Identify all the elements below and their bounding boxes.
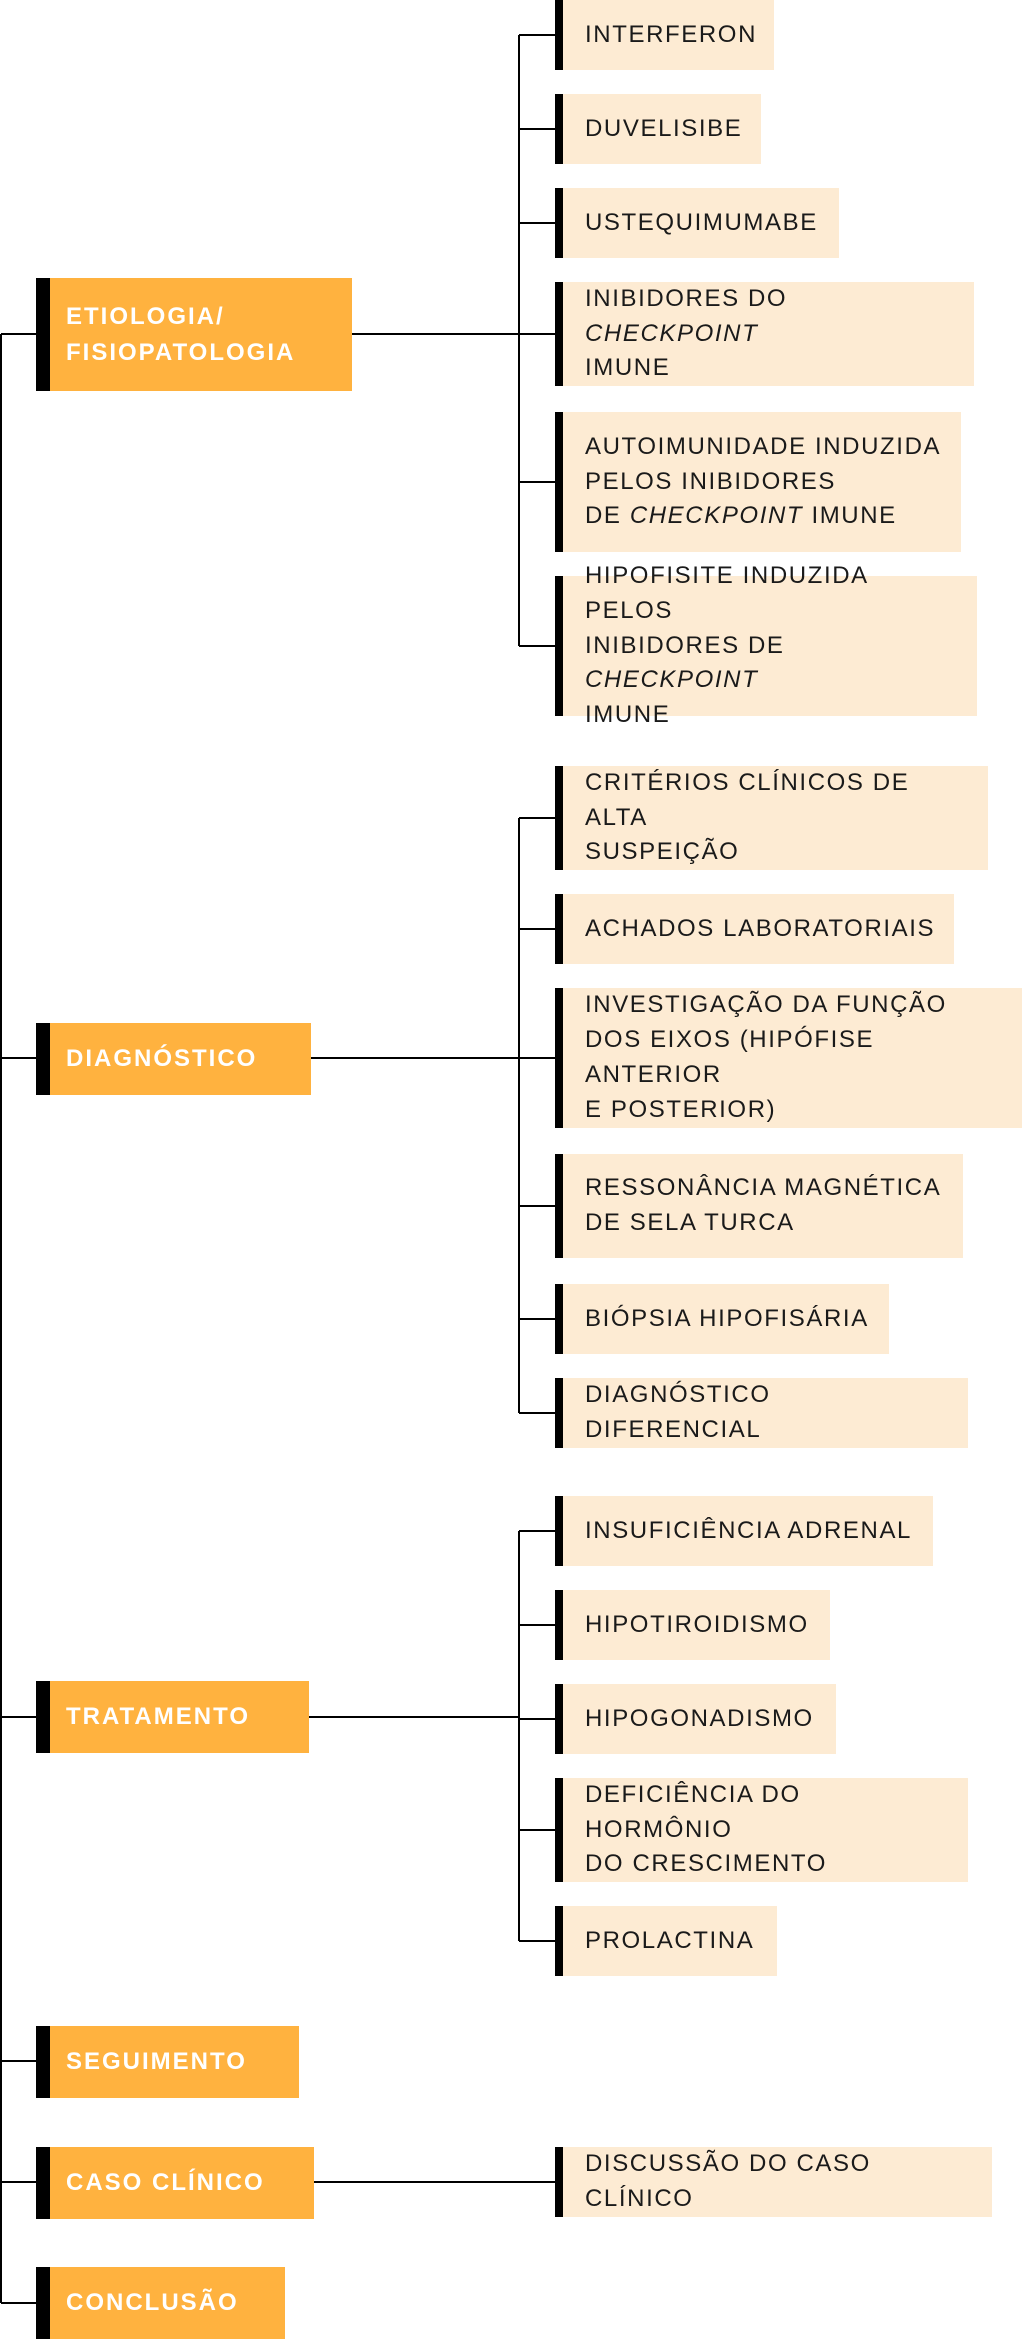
topic-label: CASO CLÍNICO — [66, 2169, 265, 2196]
subtopic-label: DISCUSSÃO DO CASO CLÍNICO — [585, 2150, 871, 2212]
subtopic-box: DISCUSSÃO DO CASO CLÍNICO — [555, 2147, 992, 2217]
subtopic-box: HIPOGONADISMO — [555, 1684, 836, 1754]
topic-label: SEGUIMENTO — [66, 2048, 247, 2075]
topic-box-tratamento: TRATAMENTO — [36, 1681, 309, 1753]
topic-label: ETIOLOGIA/ — [66, 302, 225, 330]
subtopic-box: DIAGNÓSTICO DIFERENCIAL — [555, 1378, 968, 1448]
subtopic-box: ACHADOS LABORATORIAIS — [555, 894, 954, 964]
subtopic-label: HIPOTIROIDISMO — [585, 1610, 809, 1638]
topic-label: FISIOPATOLOGIA — [66, 338, 296, 366]
topic-box-caso-clinico: CASO CLÍNICO — [36, 2147, 314, 2219]
subtopic-label: INTERFERON — [585, 20, 757, 48]
topic-label: DIAGNÓSTICO — [66, 1045, 258, 1072]
subtopic-box: PROLACTINA — [555, 1906, 777, 1976]
topic-box-conclusao: CONCLUSÃO — [36, 2267, 285, 2339]
subtopic-label: INSUFICIÊNCIA ADRENAL — [585, 1516, 913, 1544]
subtopic-label: DUVELISIBE — [585, 114, 743, 142]
subtopic-label: DIAGNÓSTICO DIFERENCIAL — [585, 1381, 771, 1443]
subtopic-box: INTERFERON — [555, 0, 774, 70]
topic-label: CONCLUSÃO — [66, 2289, 239, 2316]
subtopic-box: BIÓPSIA HIPOFISÁRIA — [555, 1284, 889, 1354]
topic-label: TRATAMENTO — [66, 1703, 250, 1730]
subtopic-label: ACHADOS LABORATORIAIS — [585, 914, 936, 942]
topic-box-diagnostico: DIAGNÓSTICO — [36, 1023, 311, 1095]
subtopic-label: BIÓPSIA HIPOFISÁRIA — [585, 1304, 869, 1332]
subtopic-label: PROLACTINA — [585, 1926, 755, 1954]
subtopic-box: INSUFICIÊNCIA ADRENAL — [555, 1496, 933, 1566]
subtopic-label: USTEQUIMUMABE — [585, 208, 818, 236]
subtopic-box: USTEQUIMUMABE — [555, 188, 839, 258]
subtopic-box: HIPOTIROIDISMO — [555, 1590, 830, 1660]
subtopic-label: HIPOGONADISMO — [585, 1704, 814, 1732]
subtopic-box: DUVELISIBE — [555, 94, 761, 164]
topic-box-etiologia: ETIOLOGIA/FISIOPATOLOGIA — [36, 278, 352, 391]
topic-box-seguimento: SEGUIMENTO — [36, 2026, 299, 2098]
